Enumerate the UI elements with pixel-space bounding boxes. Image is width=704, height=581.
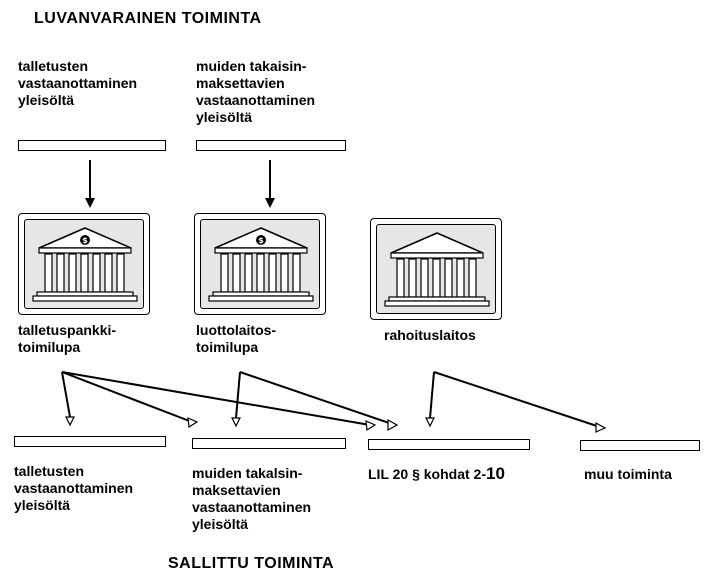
license-card-deposit-bank: $: [18, 213, 150, 315]
link-credit-to-repayables: [235, 371, 241, 419]
permitted-box-repayables: [192, 438, 346, 449]
lil-20-text: LIL 20 § kohdat 2-: [368, 466, 486, 482]
link-finance-to-other: [433, 371, 601, 428]
top-activity-box-deposits: [18, 140, 166, 151]
link-finance-to-lil20: [429, 371, 435, 419]
license-label-deposit-bank: talletuspankki- toimilupa: [18, 322, 117, 355]
permitted-label-deposits: talletusten vastaanottaminen yleisöltä: [14, 463, 134, 513]
arrowhead-other: [595, 421, 607, 433]
arrowhead-deposits: [65, 416, 75, 427]
permitted-box-lil-20: [368, 439, 530, 450]
bank-building-icon: $: [208, 227, 314, 302]
top-activity-box-repayables: [196, 140, 346, 151]
license-card-finance-institution: [370, 218, 502, 320]
license-label-credit-institution: luottolaitos- toimilupa: [196, 322, 277, 355]
arrowhead-lil20-bank: [365, 420, 377, 432]
arrowhead-repayables-credit: [231, 417, 241, 428]
svg-text:$: $: [82, 236, 88, 245]
page-title: LUVANVARAINEN TOIMINTA: [34, 10, 262, 27]
link-bank-to-repayables: [61, 371, 193, 423]
lil-20-number: 10: [486, 464, 505, 483]
bank-building-icon: $: [32, 227, 138, 302]
arrowhead-lil20-finance: [425, 417, 435, 428]
arrowhead-lil20-credit: [387, 418, 399, 432]
permitted-label-repayables: muiden takalsin- maksettavien vastaanott…: [192, 465, 312, 532]
permitted-label-lil-20: LIL 20 § kohdat 2-10: [368, 465, 505, 483]
link-credit-to-lil20: [239, 371, 393, 425]
link-bank-to-deposits: [61, 371, 71, 418]
permitted-label-other: muu toiminta: [584, 466, 672, 482]
top-activity-label-repayables: muiden takaisin- maksettavien vastaanott…: [196, 58, 316, 125]
arrowhead-repayables-bank: [187, 417, 199, 429]
top-activity-label-deposits: talletusten vastaanottaminen yleisöltä: [18, 58, 138, 108]
license-card-credit-institution: $: [194, 213, 326, 315]
footer-title: SALLITTU TOIMINTA: [168, 555, 335, 572]
permitted-box-deposits: [14, 436, 166, 447]
permitted-box-other: [580, 440, 700, 451]
link-bank-to-lil20: [61, 371, 371, 426]
bank-building-icon: [384, 232, 490, 307]
license-label-finance-institution: rahoituslaitos: [384, 327, 476, 343]
svg-text:$: $: [258, 236, 264, 245]
